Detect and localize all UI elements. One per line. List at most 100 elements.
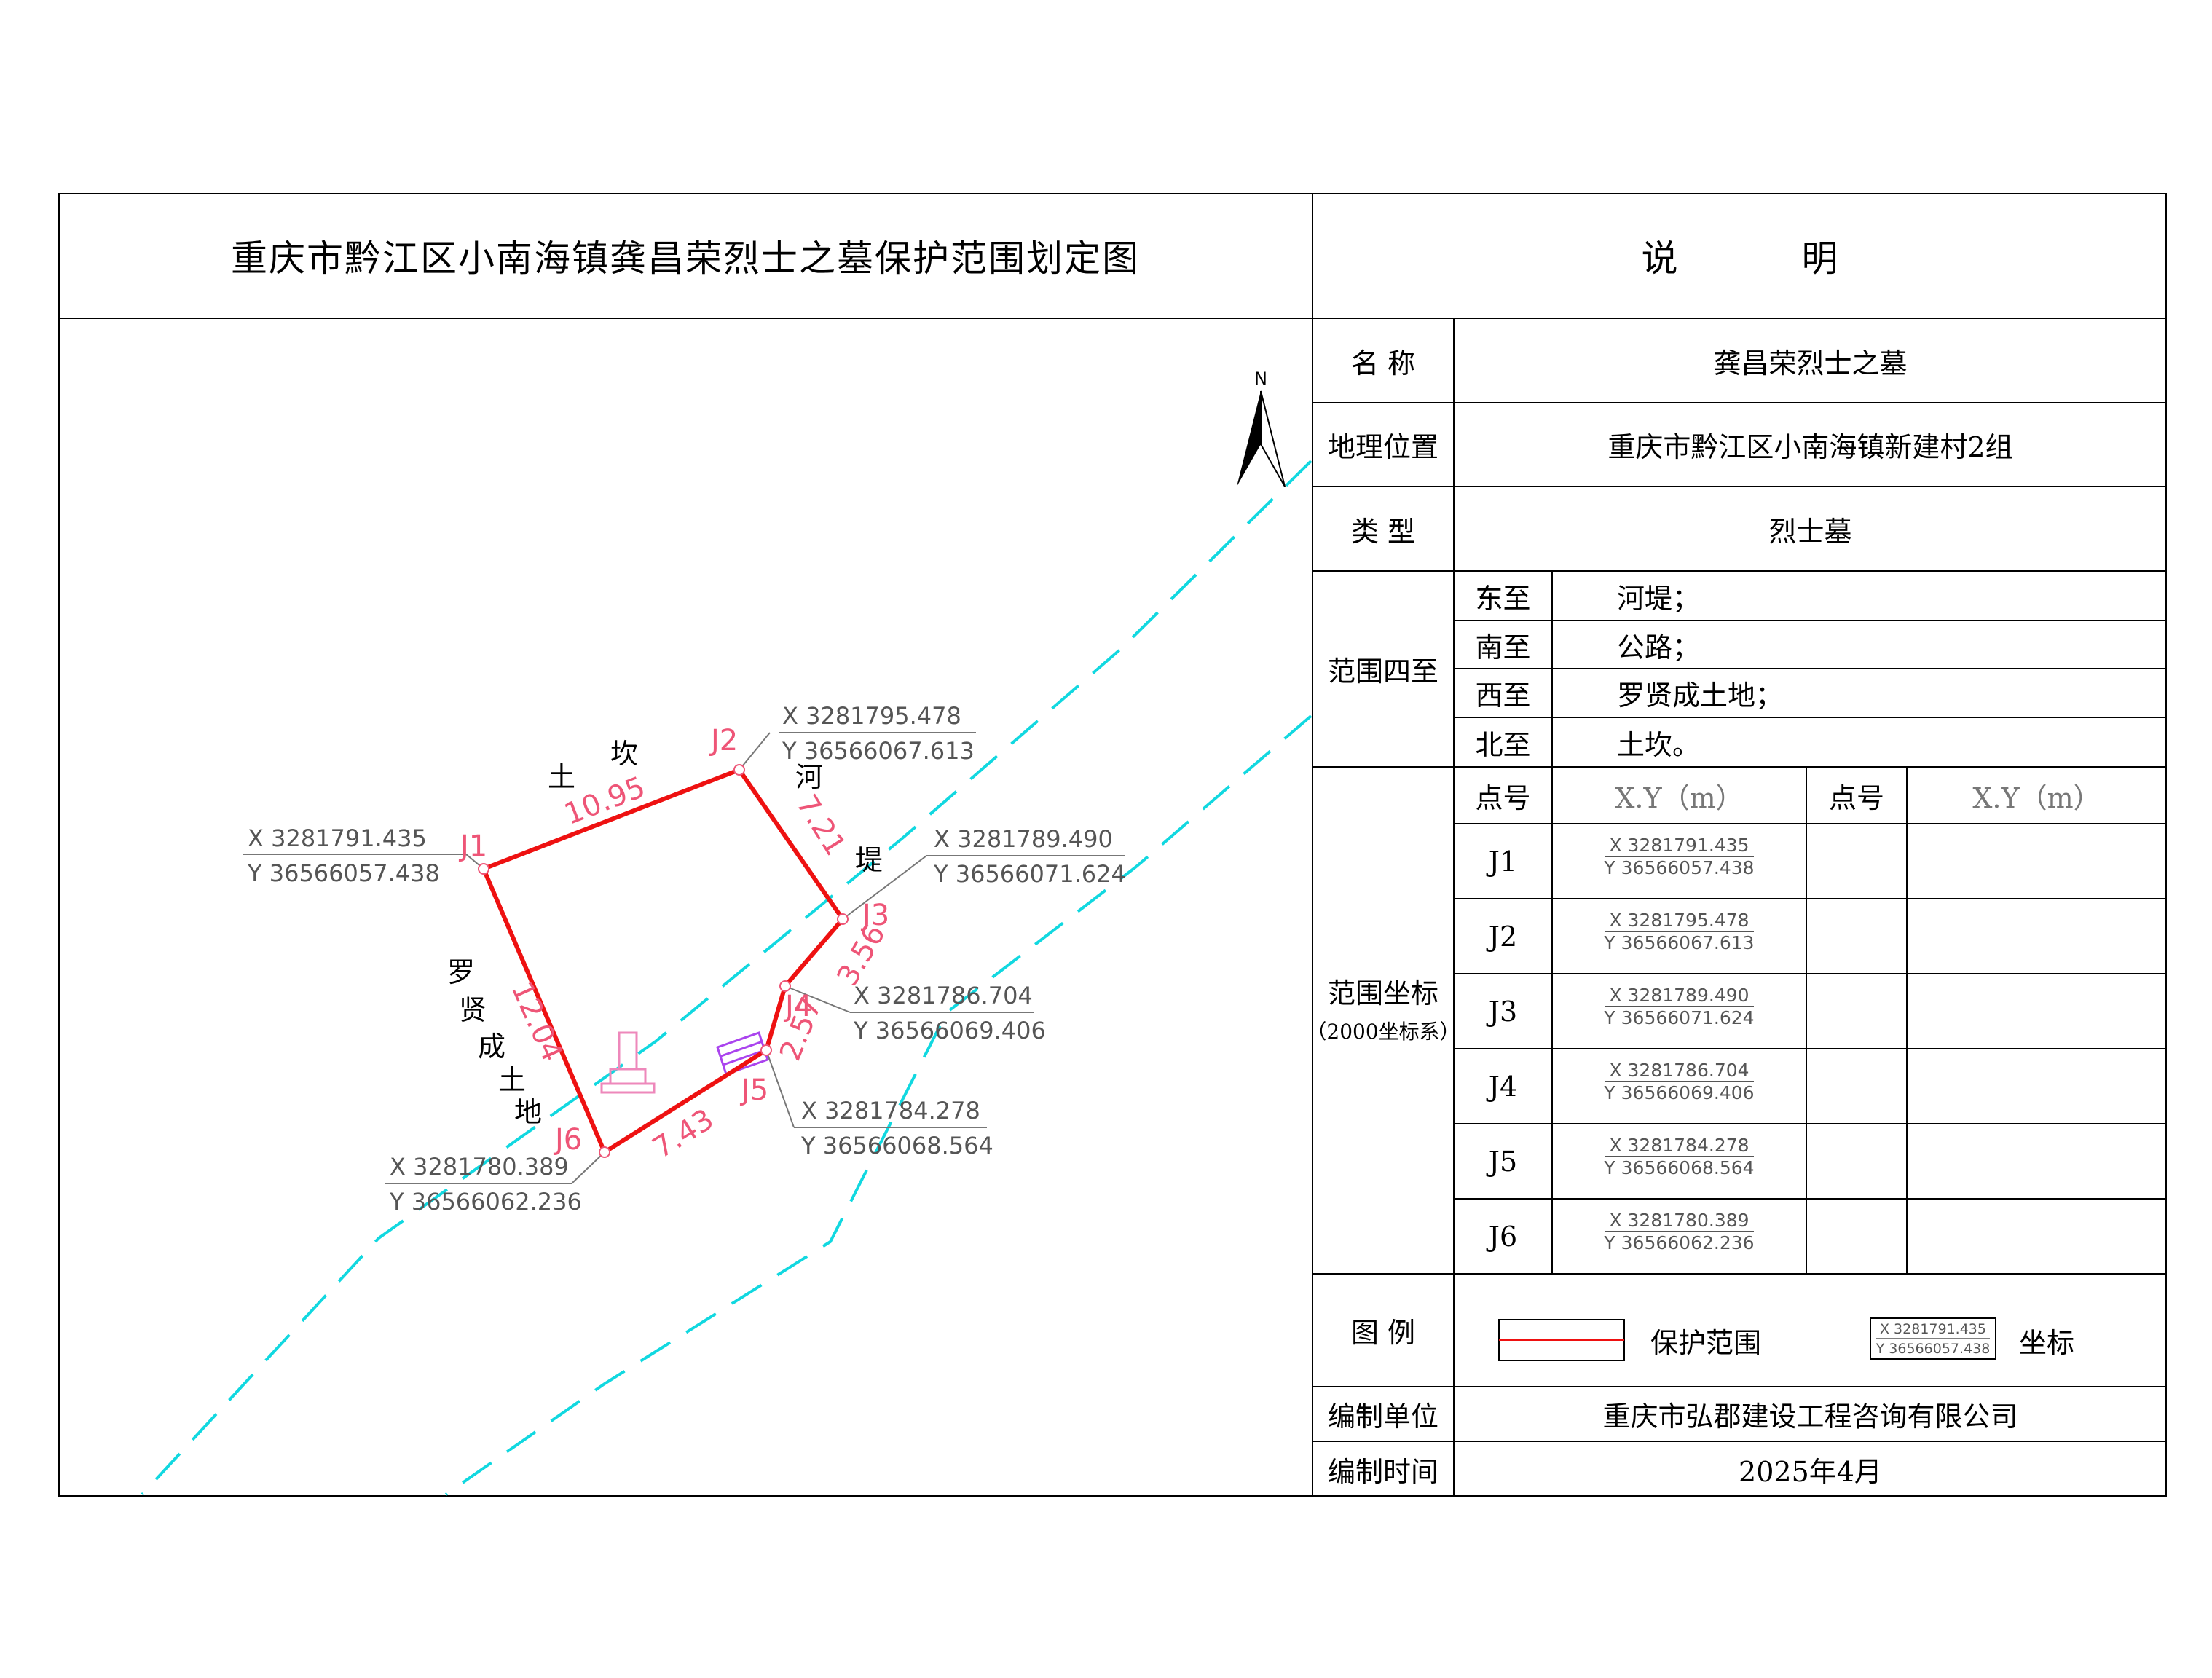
coords-row-y-j1: Y 36566057.438 <box>1604 857 1755 878</box>
coords-row-id-j2: J2 <box>1488 920 1518 953</box>
unit-label: 编制单位 <box>1327 1401 1438 1433</box>
coords-row-id-j5: J5 <box>1488 1145 1518 1178</box>
coords-row-x-j1: X 3281791.435 <box>1605 835 1754 857</box>
road-edge-upper <box>141 460 1312 1496</box>
type-value: 烈士墓 <box>1768 515 1852 548</box>
bound-value-north: 土坎。 <box>1617 728 1701 761</box>
map-coord-x-j4: X 3281786.704 <box>854 982 1033 1009</box>
coords-row-y-j3: Y 36566071.624 <box>1604 1007 1755 1028</box>
map-coord-y-j5: Y 36566068.564 <box>800 1132 993 1159</box>
coords-row-id-j1: J1 <box>1488 845 1518 878</box>
location-value: 重庆市黔江区小南海镇新建村2组 <box>1607 431 2013 463</box>
map-coord-y-j6: Y 36566062.236 <box>389 1188 582 1216</box>
feature-west-5: 地 <box>514 1096 542 1128</box>
edge-length-j6-j1: 12.04 <box>505 977 570 1066</box>
coords-row-y-j2: Y 36566067.613 <box>1604 932 1755 953</box>
legend-coord-sample-y: Y 36566057.438 <box>1876 1341 1991 1357</box>
coords-row-x-j5: X 3281784.278 <box>1605 1135 1754 1157</box>
feature-east-1: 河 <box>795 761 823 793</box>
vertex-j2 <box>733 764 745 776</box>
feature-west-4: 土 <box>498 1064 526 1096</box>
type-label: 类 型 <box>1350 515 1416 548</box>
feature-north-2: 坎 <box>610 738 638 770</box>
coords-row-x-j4: X 3281786.704 <box>1605 1060 1754 1082</box>
bound-dir-east: 东至 <box>1475 582 1531 615</box>
bounds-label: 范围四至 <box>1327 655 1438 688</box>
map-coord-y-j3: Y 36566071.624 <box>933 860 1126 888</box>
coords-header-id-1: 点号 <box>1475 781 1531 814</box>
map-coord-x-j1: X 3281791.435 <box>248 824 427 852</box>
protection-boundary <box>481 767 846 1156</box>
vertex-j3 <box>837 913 849 925</box>
point-label-j5: J5 <box>739 1074 768 1107</box>
frame-lines <box>58 193 2167 1497</box>
feature-east-2: 堤 <box>855 844 883 876</box>
coords-label: 范围坐标 <box>1327 977 1438 1009</box>
stairs-icon <box>716 1031 769 1076</box>
leader-lines <box>243 732 1125 1184</box>
vertex-markers <box>478 764 849 1158</box>
coords-row-x-j2: X 3281795.478 <box>1605 910 1754 932</box>
map-coord-x-j2: X 3281795.478 <box>782 702 961 730</box>
name-value: 龚昌荣烈士之墓 <box>1713 347 1908 379</box>
north-arrow: N <box>1237 369 1286 487</box>
legend-label: 图 例 <box>1350 1317 1416 1349</box>
map-coord-y-j4: Y 36566069.406 <box>853 1017 1046 1044</box>
location-label: 地理位置 <box>1327 431 1438 463</box>
feature-west-2: 贤 <box>459 994 487 1026</box>
bound-value-east: 河堤； <box>1617 582 1701 615</box>
coords-row-y-j4: Y 36566069.406 <box>1604 1082 1755 1103</box>
info-title: 说 明 <box>1641 237 1882 280</box>
map-coord-x-j6: X 3281780.389 <box>390 1153 569 1181</box>
map-coord-x-j3: X 3281789.490 <box>934 825 1113 853</box>
vertex-j4 <box>779 980 791 992</box>
name-label: 名 称 <box>1350 347 1416 379</box>
coords-row-y-j6: Y 36566062.236 <box>1604 1232 1755 1253</box>
bound-dir-south: 南至 <box>1475 631 1531 663</box>
map-coord-y-j2: Y 36566067.613 <box>782 737 975 765</box>
point-label-j2: J2 <box>709 724 738 757</box>
map-coord-labels: X 3281791.435 Y 36566057.438 X 3281795.4… <box>247 702 1126 1216</box>
coords-row-x-j3: X 3281789.490 <box>1605 985 1754 1007</box>
coords-row-x-j6: X 3281780.389 <box>1605 1210 1754 1232</box>
north-label: N <box>1254 369 1267 389</box>
coords-row-y-j5: Y 36566068.564 <box>1604 1157 1755 1178</box>
bound-value-south: 公路； <box>1617 631 1701 663</box>
map-coord-y-j1: Y 36566057.438 <box>247 859 440 887</box>
point-label-j4: J4 <box>783 990 812 1023</box>
time-value: 2025年4月 <box>1739 1455 1882 1488</box>
point-labels: J1 J2 J3 J4 J5 J6 <box>458 724 889 1157</box>
feature-west-1: 罗 <box>447 956 475 988</box>
bound-dir-west: 西至 <box>1475 680 1531 712</box>
feature-labels: 土 坎 河 堤 罗 贤 成 土 地 <box>447 738 883 1128</box>
edge-length-j5-j6: 7.43 <box>647 1103 720 1165</box>
map-title: 重庆市黔江区小南海镇龚昌荣烈士之墓保护范围划定图 <box>231 237 1140 280</box>
vertex-j6 <box>599 1146 610 1158</box>
feature-west-3: 成 <box>478 1031 505 1063</box>
coords-row-id-j4: J4 <box>1488 1070 1518 1103</box>
point-label-j1: J1 <box>458 830 487 863</box>
bound-value-west: 罗贤成土地； <box>1617 680 1784 712</box>
coords-row-id-j3: J3 <box>1488 995 1518 1028</box>
point-label-j6: J6 <box>553 1123 582 1157</box>
feature-north-1: 土 <box>548 761 575 793</box>
map-coord-x-j5: X 3281784.278 <box>801 1097 980 1124</box>
tomb-icon <box>600 1031 656 1094</box>
unit-value: 重庆市弘郡建设工程咨询有限公司 <box>1602 1401 2018 1433</box>
time-label: 编制时间 <box>1327 1455 1438 1488</box>
coords-sub-label: （2000坐标系） <box>1306 1020 1460 1044</box>
vertex-j1 <box>478 863 489 875</box>
coords-header-xy-1: X.Y（m） <box>1615 781 1744 814</box>
legend-coord-sample-box <box>1870 1317 1996 1360</box>
road-lines <box>141 460 1312 1496</box>
legend-coord-sample-x: X 3281791.435 <box>1880 1321 1986 1337</box>
legend-range-sample <box>1498 1319 1625 1361</box>
drawing-frame <box>58 193 2167 1497</box>
